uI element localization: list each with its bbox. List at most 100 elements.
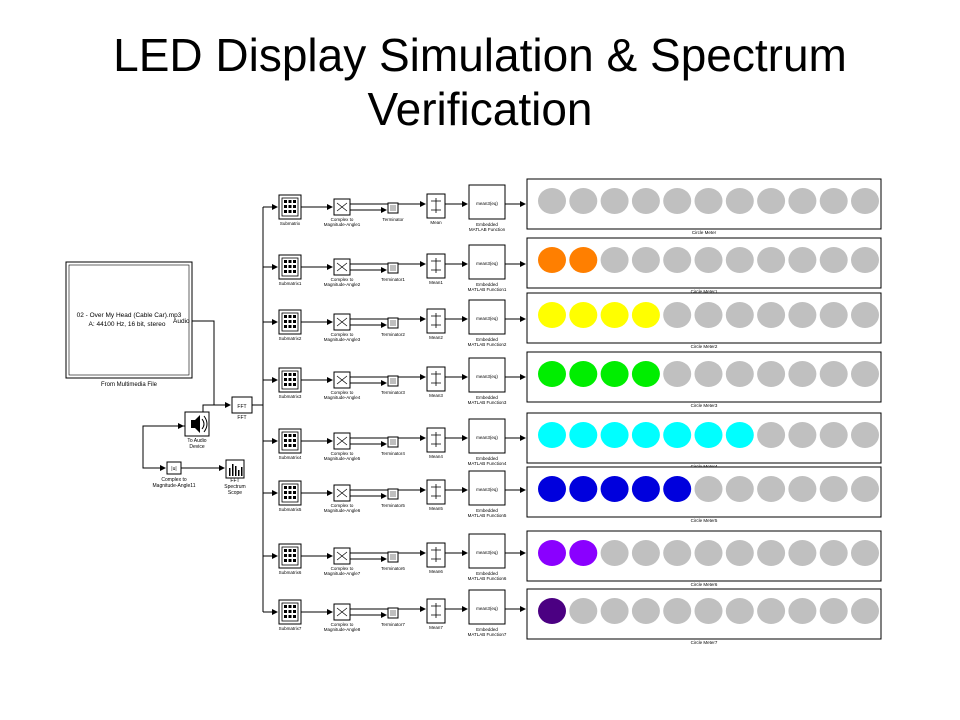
- audio-device-block[interactable]: [184, 411, 210, 437]
- matrix-grid-icon: [284, 373, 296, 386]
- mean-block[interactable]: [426, 366, 446, 392]
- embedded-label-2: MATLAB Function2: [468, 342, 507, 347]
- complex-label-1: Complex to: [331, 451, 354, 456]
- embedded-matlab-function-block[interactable]: mean3(eq): [468, 244, 506, 280]
- audio-device-label-1: To Audio: [187, 438, 206, 444]
- submatrix-label: Submatrix3: [279, 394, 302, 399]
- led-off: [757, 422, 786, 448]
- circle-meter[interactable]: [526, 237, 882, 289]
- complex-label-1: Complex to: [331, 217, 354, 222]
- led-off: [788, 476, 817, 502]
- complex-to-mag-angle-block[interactable]: [333, 547, 351, 565]
- led-lit: [569, 361, 598, 387]
- terminator-block[interactable]: [387, 551, 399, 563]
- function-text: mean3(eq): [476, 435, 498, 440]
- complex-to-mag-angle-block[interactable]: [333, 313, 351, 331]
- mean-block[interactable]: [426, 542, 446, 568]
- complex-label-2: Magnitude-Angle5: [324, 456, 361, 461]
- multimedia-file-block[interactable]: 02 - Over My Head (Cable Car).mp3 A: 441…: [65, 261, 193, 379]
- led-lit: [631, 302, 660, 328]
- source-caption: From Multimedia File: [101, 382, 158, 388]
- mag-angle-icon: [336, 202, 348, 212]
- led-off: [851, 302, 879, 328]
- terminator-block[interactable]: [387, 607, 399, 619]
- led-off: [694, 188, 723, 214]
- led-off: [663, 361, 692, 387]
- circle-meter[interactable]: [526, 412, 882, 464]
- mean-icon: [431, 603, 441, 618]
- mean-block[interactable]: [426, 427, 446, 453]
- terminator-block[interactable]: [387, 202, 399, 214]
- mean-block[interactable]: [426, 253, 446, 279]
- circle-meter[interactable]: [526, 351, 882, 403]
- mean-block[interactable]: [426, 479, 446, 505]
- complex-to-mag-angle-block[interactable]: [333, 258, 351, 276]
- circle-meter[interactable]: [526, 588, 882, 640]
- mag-angle-icon: [336, 375, 348, 385]
- complex-to-mag-angle-block[interactable]: [333, 603, 351, 621]
- complex-to-mag-angle-block[interactable]: [333, 198, 351, 216]
- submatrix-block[interactable]: [278, 428, 302, 454]
- submatrix-block[interactable]: [278, 599, 302, 625]
- led-off: [725, 302, 754, 328]
- led-lit: [569, 247, 598, 273]
- led-lit: [538, 247, 566, 273]
- led-off: [757, 598, 786, 624]
- embedded-label-2: MATLAB Function6: [468, 576, 507, 581]
- spectrum-scope-block[interactable]: [225, 459, 245, 479]
- led-off: [725, 361, 754, 387]
- terminator-block[interactable]: [387, 436, 399, 448]
- mean-block[interactable]: [426, 308, 446, 334]
- circle-meter[interactable]: [526, 292, 882, 344]
- complex-label-2: Magnitude-Angle8: [324, 627, 361, 632]
- circle-meter-label: Circle Meter1: [691, 289, 718, 294]
- led-off: [725, 476, 754, 502]
- submatrix-block[interactable]: [278, 480, 302, 506]
- led-off: [819, 302, 848, 328]
- audio-device-label-2: Device: [189, 444, 205, 450]
- embedded-matlab-function-block[interactable]: mean3(eq): [468, 299, 506, 335]
- complex-label-2: Magnitude-Angle7: [324, 571, 361, 576]
- terminator-block[interactable]: [387, 375, 399, 387]
- terminator-block[interactable]: [387, 317, 399, 329]
- led-off: [819, 598, 848, 624]
- complex-to-mag-angle-block[interactable]: [333, 371, 351, 389]
- submatrix-block[interactable]: [278, 543, 302, 569]
- mean-icon: [431, 198, 441, 213]
- embedded-label-1: Embedded: [476, 627, 498, 632]
- embedded-label-1: Embedded: [476, 571, 498, 576]
- terminator-block[interactable]: [387, 262, 399, 274]
- embedded-matlab-function-block[interactable]: mean3(eq): [468, 357, 506, 393]
- led-lit: [631, 422, 660, 448]
- submatrix-block[interactable]: [278, 309, 302, 335]
- terminator-icon: [390, 491, 396, 497]
- led-off: [694, 361, 723, 387]
- submatrix-block[interactable]: [278, 194, 302, 220]
- terminator-block[interactable]: [387, 488, 399, 500]
- embedded-matlab-function-block[interactable]: mean3(eq): [468, 533, 506, 569]
- terminator-icon: [390, 554, 396, 560]
- embedded-matlab-function-block[interactable]: mean3(eq): [468, 589, 506, 625]
- fft-block[interactable]: FFT: [231, 396, 253, 414]
- circle-meter[interactable]: [526, 178, 882, 230]
- embedded-matlab-function-block[interactable]: mean3(eq): [468, 418, 506, 454]
- complex-to-mag-angle-block[interactable]: [333, 484, 351, 502]
- circle-meter[interactable]: [526, 530, 882, 582]
- submatrix-label: Submatrix5: [279, 507, 302, 512]
- mean-block[interactable]: [426, 598, 446, 624]
- circle-meter[interactable]: [526, 466, 882, 518]
- submatrix-block[interactable]: [278, 254, 302, 280]
- mean-block[interactable]: [426, 193, 446, 219]
- complex-to-mag-angle-block[interactable]: [333, 432, 351, 450]
- embedded-matlab-function-block[interactable]: mean3(eq): [468, 184, 506, 220]
- complex-main-block[interactable]: |u|: [166, 461, 182, 475]
- matrix-grid-icon: [284, 200, 296, 213]
- led-off: [851, 361, 879, 387]
- led-lit: [631, 361, 660, 387]
- submatrix-block[interactable]: [278, 367, 302, 393]
- embedded-matlab-function-block[interactable]: mean3(eq): [468, 470, 506, 506]
- function-text: mean3(eq): [476, 550, 498, 555]
- complex-main-label-1: Complex to: [161, 477, 187, 483]
